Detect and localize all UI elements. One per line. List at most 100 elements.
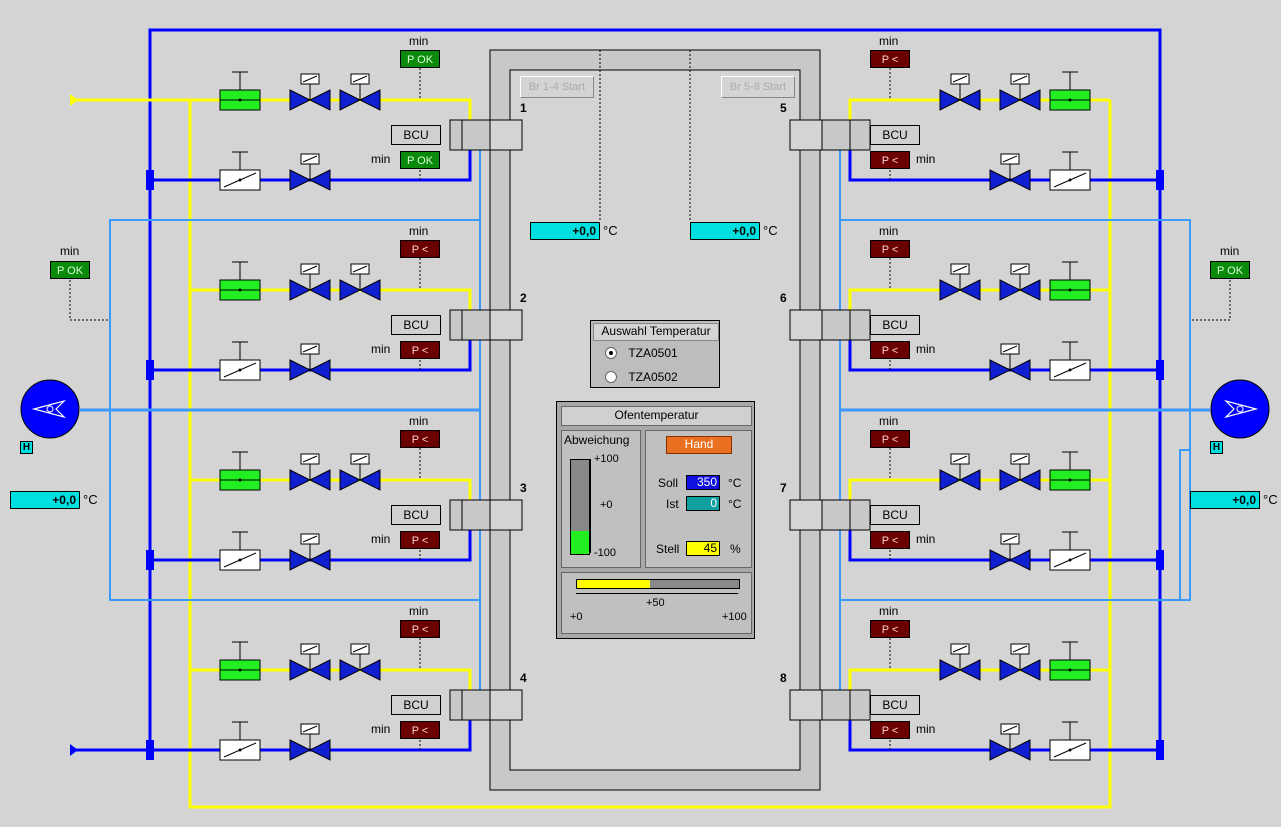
burner-7-air-damper[interactable] [1049,531,1091,571]
burner-7-gas-valve-2[interactable] [939,453,981,491]
burner-4-min-top: min [409,604,429,618]
burner-3-number: 3 [520,481,527,495]
zone-temp-left: +0,0 [530,222,600,240]
burner-2-min-air: min [371,342,391,356]
burner-1-air-pressure[interactable]: P OK [400,151,440,169]
fan-right-icon[interactable] [1210,379,1270,439]
temp-option-1[interactable]: TZA0501 [605,345,678,360]
burner-8-gas-pressure[interactable]: P < [870,620,910,638]
ist-label: Ist [666,497,679,511]
burner-7-min-air: min [916,532,936,546]
radio-selected-icon[interactable] [605,346,617,359]
burner-1-air-valve[interactable] [289,153,331,191]
burner-7-gas-damper[interactable] [1049,451,1091,491]
burner-5-bcu-button[interactable]: BCU [870,125,920,145]
burner-5-air-damper[interactable] [1049,151,1091,191]
burner-6-min-air: min [916,342,936,356]
temp-select-title: Auswahl Temperatur [593,323,719,341]
burner-5-air-pressure[interactable]: P < [870,151,910,169]
burner-5-gas-damper[interactable] [1049,71,1091,111]
burner-3-bcu-button[interactable]: BCU [391,505,441,525]
burner-8-gas-valve-1[interactable] [999,643,1041,681]
burner-5-gas-valve-1[interactable] [999,73,1041,111]
burner-8-air-damper[interactable] [1049,721,1091,761]
burner-8-air-pressure[interactable]: P < [870,721,910,739]
burner-1-gas-pressure[interactable]: P OK [400,50,440,68]
fan-left-icon[interactable] [20,379,80,439]
soll-value[interactable]: 350 [686,475,720,490]
temp-option-2[interactable]: TZA0502 [605,369,678,384]
burner-7-gas-valve-1[interactable] [999,453,1041,491]
burner-6-air-damper[interactable] [1049,341,1091,381]
burner-6-min-top: min [879,224,899,238]
ist-value: 0 [686,496,720,511]
burner-2-air-pressure[interactable]: P < [400,341,440,359]
burner-8-gas-damper[interactable] [1049,641,1091,681]
burner-4-gas-damper[interactable] [219,641,261,681]
burner-6-air-pressure[interactable]: P < [870,341,910,359]
burner-7-air-valve[interactable] [989,533,1031,571]
burner-6-number: 6 [780,291,787,305]
burner-2-bcu-button[interactable]: BCU [391,315,441,335]
burner-3-min-top: min [409,414,429,428]
burner-4-air-damper[interactable] [219,721,261,761]
burner-6-bcu-button[interactable]: BCU [870,315,920,335]
fan-right-pressure-status[interactable]: P OK [1210,261,1250,279]
stell-value[interactable]: 45 [686,541,720,556]
oven-temp-title: Ofentemperatur [561,406,752,426]
controller-box: Hand Soll 350 °C Ist 0 °C Stell 45 % [645,430,752,568]
burner-1-4-start-button[interactable]: Br 1-4 Start [520,76,594,98]
burner-6-gas-damper[interactable] [1049,261,1091,301]
burner-2-gas-damper[interactable] [219,261,261,301]
burner-6-air-valve[interactable] [989,343,1031,381]
hand-mode-button[interactable]: Hand [666,436,732,454]
fan-right-temp: +0,0 [1190,491,1260,509]
burner-5-8-start-button[interactable]: Br 5-8 Start [721,76,795,98]
burner-1-gas-valve-1[interactable] [289,73,331,111]
burner-1-air-damper[interactable] [219,151,261,191]
burner-4-number: 4 [520,671,527,685]
burner-1-gas-damper[interactable] [219,71,261,111]
fan-left-pressure-status[interactable]: P OK [50,261,90,279]
burner-4-min-air: min [371,722,391,736]
burner-8-gas-valve-2[interactable] [939,643,981,681]
stell-label: Stell [656,542,680,556]
burner-3-gas-valve-2[interactable] [339,453,381,491]
fan-right-temp-unit: °C [1263,492,1278,507]
burner-6-gas-valve-2[interactable] [939,263,981,301]
burner-4-bcu-button[interactable]: BCU [391,695,441,715]
burner-3-gas-pressure[interactable]: P < [400,430,440,448]
output-bar [576,579,740,589]
burner-4-gas-valve-1[interactable] [289,643,331,681]
burner-8-bcu-button[interactable]: BCU [870,695,920,715]
radio-unselected-icon[interactable] [605,370,617,383]
burner-2-gas-valve-2[interactable] [339,263,381,301]
burner-4-air-pressure[interactable]: P < [400,721,440,739]
burner-1-bcu-button[interactable]: BCU [391,125,441,145]
burner-5-gas-valve-2[interactable] [939,73,981,111]
burner-7-bcu-button[interactable]: BCU [870,505,920,525]
burner-2-air-damper[interactable] [219,341,261,381]
burner-2-gas-valve-1[interactable] [289,263,331,301]
burner-6-gas-valve-1[interactable] [999,263,1041,301]
burner-2-air-valve[interactable] [289,343,331,381]
burner-8-air-valve[interactable] [989,723,1031,761]
burner-7-air-pressure[interactable]: P < [870,531,910,549]
burner-5-gas-pressure[interactable]: P < [870,50,910,68]
burner-5-air-valve[interactable] [989,153,1031,191]
burner-4-gas-pressure[interactable]: P < [400,620,440,638]
burner-3-air-pressure[interactable]: P < [400,531,440,549]
deviation-box: Abweichung +100 +0 -100 [561,430,641,568]
burner-4-air-valve[interactable] [289,723,331,761]
burner-7-gas-pressure[interactable]: P < [870,430,910,448]
burner-5-min-top: min [879,34,899,48]
burner-1-gas-valve-2[interactable] [339,73,381,111]
burner-2-gas-pressure[interactable]: P < [400,240,440,258]
burner-6-gas-pressure[interactable]: P < [870,240,910,258]
burner-4-gas-valve-2[interactable] [339,643,381,681]
burner-3-gas-valve-1[interactable] [289,453,331,491]
burner-3-air-damper[interactable] [219,531,261,571]
burner-3-air-valve[interactable] [289,533,331,571]
burner-3-gas-damper[interactable] [219,451,261,491]
deviation-bar-fill [571,530,589,554]
